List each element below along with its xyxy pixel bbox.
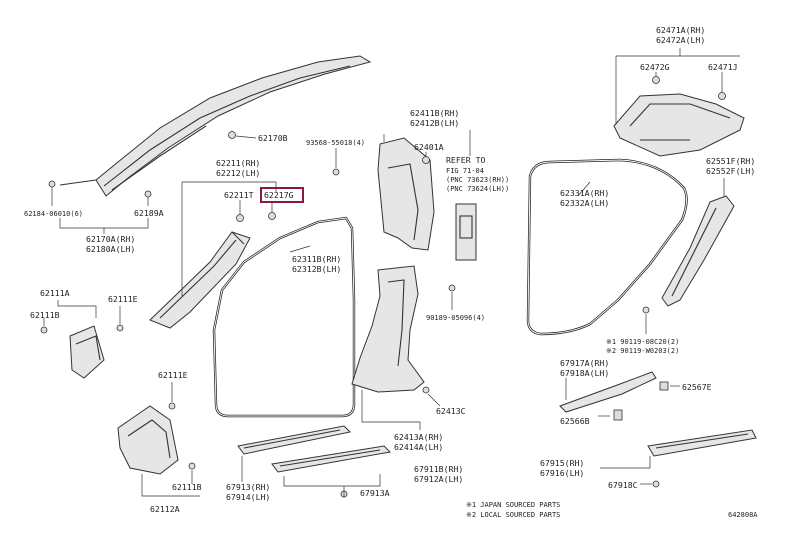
clip-62413c — [422, 386, 430, 394]
label-refer-3: (PNC 73623(RH)) — [446, 176, 509, 184]
label-refer-2: FIG 71-04 — [446, 167, 484, 175]
clip-62111b — [40, 326, 48, 334]
label-90189: 90189-05096(4) — [426, 314, 485, 322]
label-62211t: 62211T — [224, 190, 254, 200]
label-62170a: 62170A(RH) — [86, 234, 135, 244]
label-62414a: 62414A(LH) — [394, 442, 443, 452]
screw-90119 — [642, 306, 650, 314]
label-62111e-mid: 62111E — [158, 370, 188, 380]
clip-62471j — [718, 92, 726, 100]
label-67913a: 67913A — [360, 488, 390, 498]
front-pillar-garnish — [149, 231, 251, 329]
label-62189a: 62189A — [134, 208, 164, 218]
label-67917a: 67917A(RH) — [560, 358, 609, 368]
label-62211: 62211(RH) — [216, 158, 260, 168]
clip-62567e — [659, 381, 669, 391]
clip-62217g — [268, 212, 276, 220]
label-62412b: 62412B(LH) — [410, 118, 459, 128]
label-67911b: 67911B(RH) — [414, 464, 463, 474]
label-refer-1: REFER TO — [446, 155, 486, 165]
front-door-weatherstrip — [212, 216, 356, 418]
clip-62170b — [228, 131, 236, 139]
clip-67918c — [652, 480, 660, 488]
clip-62111e-top — [116, 324, 124, 332]
quarter-pillar-lower-garnish — [661, 195, 735, 307]
label-93568: 93568-55018(4) — [306, 139, 365, 147]
label-62552f: 62552F(LH) — [706, 166, 755, 176]
label-62472g: 62472G — [640, 62, 670, 72]
clip-62184 — [48, 180, 56, 188]
label-62566b: 62566B — [560, 416, 590, 426]
center-pillar-upper-garnish — [377, 137, 435, 251]
front-scuff-plate-upper — [237, 425, 352, 455]
clip-62472g — [652, 76, 660, 84]
label-62331a: 62331A(RH) — [560, 188, 609, 198]
label-62111b-bottom: 62111B — [172, 482, 202, 492]
label-67918a: 67918A(LH) — [560, 368, 609, 378]
center-pillar-lower-garnish — [351, 265, 425, 393]
figure-number: 642808A — [728, 511, 758, 519]
label-62567e: 62567E — [682, 382, 712, 392]
label-62111a: 62111A — [40, 288, 70, 298]
label-62401a: 62401A — [414, 142, 444, 152]
label-90119-japan: ※1 90119-08C20(2) — [606, 338, 679, 346]
label-62413c: 62413C — [436, 406, 466, 416]
label-67913: 67913(RH) — [226, 482, 270, 492]
roof-side-garnish — [59, 55, 372, 197]
front-scuff-plate-lower — [271, 445, 392, 473]
clip-62566b — [613, 409, 623, 421]
label-62212: 62212(LH) — [216, 168, 260, 178]
label-62471a: 62471A(RH) — [656, 25, 705, 35]
screw-93568 — [332, 168, 340, 176]
label-67918c: 67918C — [608, 480, 638, 490]
label-67916: 67916(LH) — [540, 468, 584, 478]
label-62184: 62184-06010(6) — [24, 210, 83, 218]
highlight-box-62217g — [260, 187, 304, 203]
label-62471j: 62471J — [708, 62, 738, 72]
label-refer-4: (PNC 73624(LH)) — [446, 185, 509, 193]
clip-62111e-mid — [168, 402, 176, 410]
label-62170b: 62170B — [258, 133, 288, 143]
clip-62189a — [144, 190, 152, 198]
rear-scuff-plate — [647, 429, 757, 457]
label-62413a: 62413A(RH) — [394, 432, 443, 442]
seatbelt-adjuster-ref — [455, 203, 477, 261]
label-67912a: 67912A(LH) — [414, 474, 463, 484]
rear-door-weatherstrip — [526, 158, 688, 336]
clip-62211t — [236, 214, 244, 222]
label-62472a: 62472A(LH) — [656, 35, 705, 45]
label-90119-local: ※2 90119-W0203(2) — [606, 347, 679, 355]
clip-62401a — [422, 156, 430, 164]
label-62111b: 62111B — [30, 310, 60, 320]
label-67914: 67914(LH) — [226, 492, 270, 502]
label-62111e-top: 62111E — [108, 294, 138, 304]
clip-62111b-bottom — [188, 462, 196, 470]
screw-90189 — [448, 284, 456, 292]
label-62112a: 62112A — [150, 504, 180, 514]
label-67915: 67915(RH) — [540, 458, 584, 468]
rear-step-plate — [559, 371, 657, 413]
label-62332a: 62332A(LH) — [560, 198, 609, 208]
cowl-side-trim-upper — [69, 325, 105, 379]
rear-pillar-garnish — [613, 93, 745, 157]
label-62180a: 62180A(LH) — [86, 244, 135, 254]
cowl-side-trim-lower — [117, 405, 179, 475]
label-62411b: 62411B(RH) — [410, 108, 459, 118]
label-62217g: 62217G — [264, 190, 294, 200]
label-62312b: 62312B(LH) — [292, 264, 341, 274]
label-62551f: 62551F(RH) — [706, 156, 755, 166]
legend-japan-sourced: ※1 JAPAN SOURCED PARTS — [466, 501, 560, 509]
label-62311b: 62311B(RH) — [292, 254, 341, 264]
legend-local-sourced: ※2 LOCAL SOURCED PARTS — [466, 511, 560, 519]
